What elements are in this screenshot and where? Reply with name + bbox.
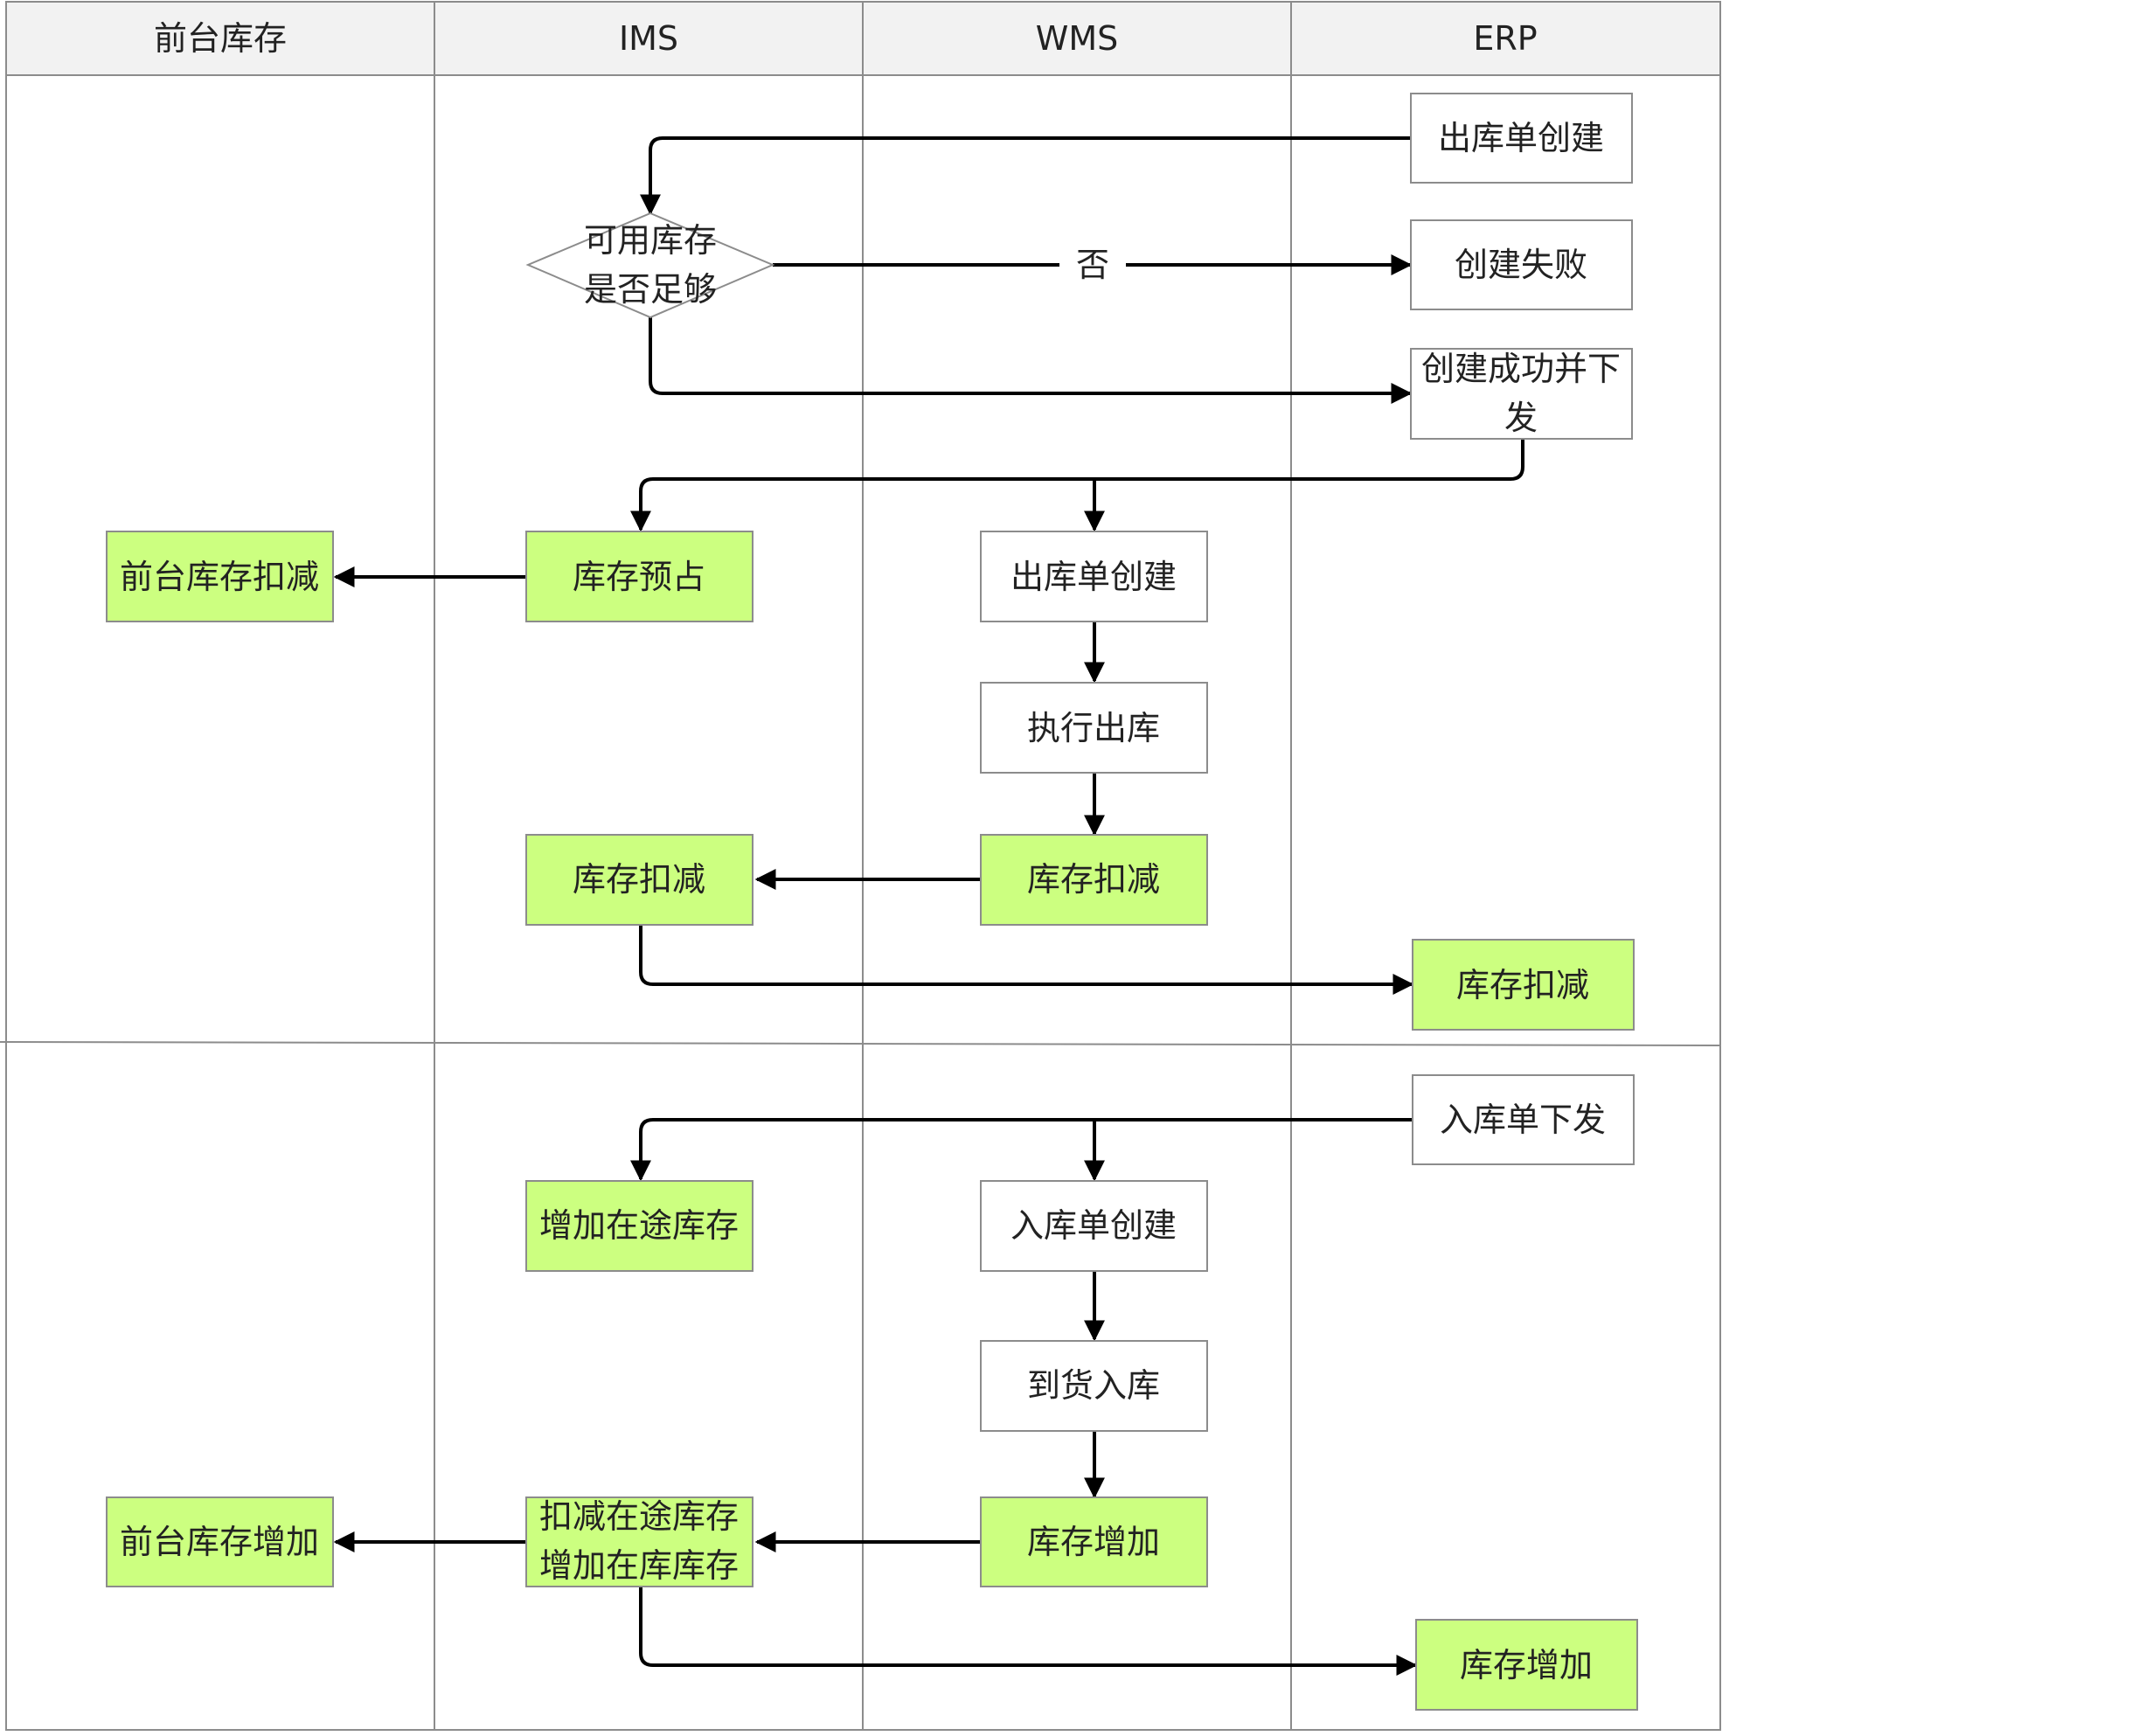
- node-wms-add[interactable]: 库存增加: [980, 1496, 1208, 1587]
- node-erp-create-fail[interactable]: 创建失败: [1410, 219, 1633, 310]
- svg-text:库存增加: 库存增加: [1460, 1646, 1593, 1684]
- lane-header-ims: IMS: [619, 19, 678, 58]
- node-erp-deduct[interactable]: 库存扣减: [1412, 939, 1635, 1031]
- svg-text:增加在库库存: 增加在库库存: [539, 1546, 739, 1585]
- svg-text:入库单创建: 入库单创建: [1010, 1206, 1177, 1245]
- connector-erp-in-to-ims: [630, 1118, 1413, 1182]
- svg-text:库存扣减: 库存扣减: [1456, 966, 1589, 1004]
- lane-header-erp: ERP: [1473, 19, 1537, 58]
- connectors-outbound: [333, 136, 1524, 995]
- svg-text:库存增加: 库存增加: [1027, 1523, 1160, 1561]
- node-front-add[interactable]: 前台库存增加: [106, 1496, 334, 1587]
- svg-text:扣减在途库存: 扣减在途库存: [539, 1497, 739, 1536]
- node-ims-adjust[interactable]: 扣减在途库存 增加在库库存: [525, 1496, 754, 1587]
- node-ims-transit-add[interactable]: 增加在途库存: [525, 1180, 754, 1272]
- node-ims-reserve[interactable]: 库存预占: [525, 531, 754, 622]
- node-ims-deduct[interactable]: 库存扣减: [525, 834, 754, 926]
- svg-text:执行出库: 执行出库: [1027, 709, 1160, 747]
- section-divider: [0, 1041, 1721, 1046]
- lane-header-wms: WMS: [1036, 19, 1118, 58]
- svg-text:出库单创建: 出库单创建: [1438, 119, 1604, 157]
- svg-text:库存扣减: 库存扣减: [573, 860, 705, 899]
- svg-text:到货入库: 到货入库: [1027, 1366, 1160, 1405]
- svg-text:可用库存: 可用库存: [584, 221, 717, 260]
- node-erp-create-ok[interactable]: 创建成功并下 发: [1410, 348, 1633, 440]
- node-wms-arrival[interactable]: 到货入库: [980, 1340, 1208, 1432]
- connector-ok-to-branch: [630, 439, 1524, 532]
- svg-text:前台库存扣减: 前台库存扣减: [120, 558, 319, 596]
- node-wms-out-create[interactable]: 出库单创建: [980, 531, 1208, 622]
- node-wms-deduct[interactable]: 库存扣减: [980, 834, 1208, 926]
- connector-erp-create-to-check: [640, 136, 1411, 216]
- connectors-inbound: [333, 1118, 1418, 1676]
- lane-grid: [0, 74, 1721, 1731]
- svg-text:入库单下发: 入库单下发: [1440, 1101, 1606, 1139]
- svg-text:发: 发: [1504, 399, 1538, 437]
- svg-text:创建成功并下: 创建成功并下: [1421, 350, 1621, 388]
- connector-ims-deduct-to-erp: [639, 925, 1414, 995]
- lane-header-front: 前台库存: [154, 19, 287, 58]
- node-front-deduct[interactable]: 前台库存扣减: [106, 531, 334, 622]
- svg-text:创建失败: 创建失败: [1455, 246, 1587, 284]
- node-stock-check-decision[interactable]: 可用库存 是否足够: [525, 212, 775, 319]
- svg-text:库存扣减: 库存扣减: [1027, 860, 1160, 899]
- node-erp-out-create[interactable]: 出库单创建: [1410, 93, 1633, 184]
- node-wms-exec-out[interactable]: 执行出库: [980, 682, 1208, 774]
- node-wms-in-create[interactable]: 入库单创建: [980, 1180, 1208, 1272]
- connector-ims-adjust-to-erp: [639, 1587, 1418, 1676]
- svg-text:是否足够: 是否足够: [584, 270, 717, 309]
- node-erp-add[interactable]: 库存增加: [1415, 1619, 1638, 1711]
- label-no: 否: [1076, 246, 1109, 284]
- svg-text:出库单创建: 出库单创建: [1010, 558, 1177, 596]
- connector-check-to-ok: [649, 317, 1413, 404]
- node-erp-in-issue[interactable]: 入库单下发: [1412, 1074, 1635, 1165]
- svg-text:增加在途库存: 增加在途库存: [539, 1206, 739, 1245]
- svg-text:前台库存增加: 前台库存增加: [120, 1523, 319, 1561]
- svg-text:库存预占: 库存预占: [573, 558, 705, 596]
- lane-header-row: 前台库存 IMS WMS ERP: [5, 1, 1721, 76]
